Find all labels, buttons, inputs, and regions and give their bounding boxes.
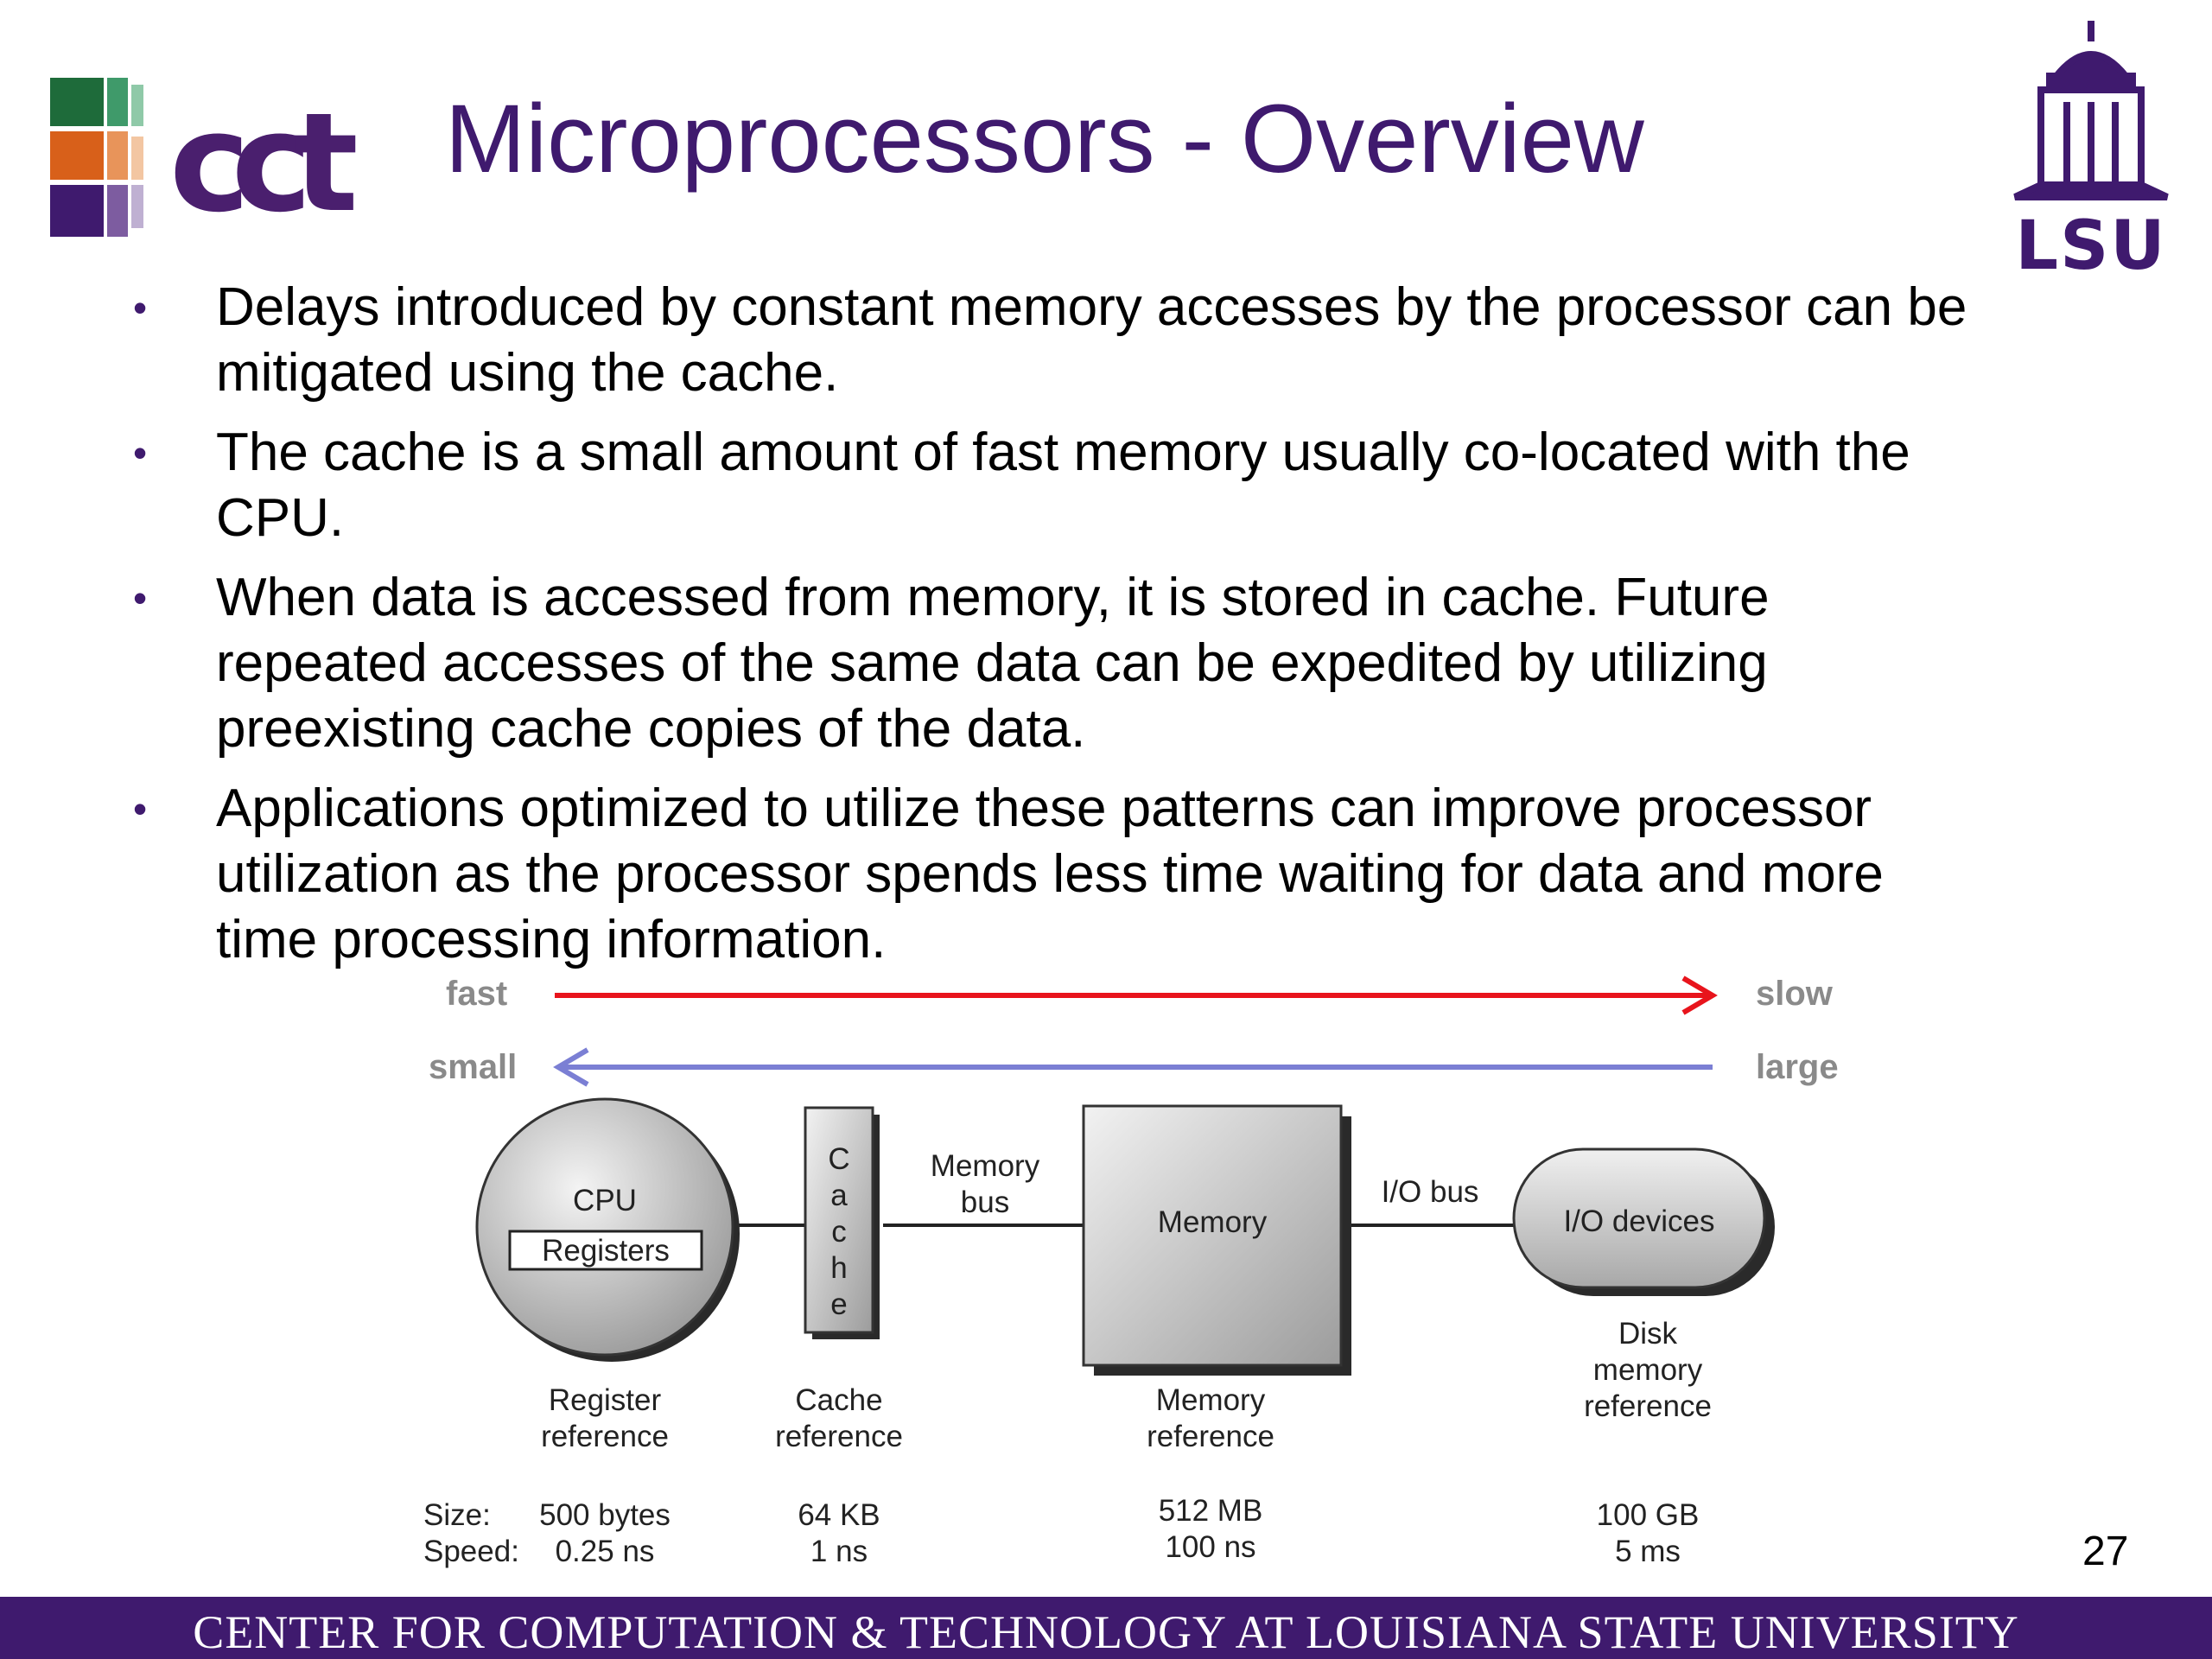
footer-text: CENTER FOR COMPUTATION & TECHNOLOGY AT L… bbox=[193, 1606, 2019, 1658]
large-small-arrowhead bbox=[553, 1047, 589, 1087]
cache-letter: h bbox=[830, 1251, 848, 1285]
memory-reference-label: Memory bbox=[1155, 1383, 1266, 1417]
cache-letter: e bbox=[830, 1287, 848, 1321]
disk-size-value: 100 GB bbox=[1596, 1498, 1700, 1532]
diagram-graphics bbox=[475, 976, 1775, 1376]
memory-box bbox=[1082, 1104, 1343, 1367]
cache-box bbox=[804, 1106, 874, 1334]
bullet-item: • Applications optimized to utilize thes… bbox=[130, 776, 1987, 973]
memory-label: Memory bbox=[1157, 1205, 1268, 1239]
disk-reference-label: memory bbox=[1592, 1353, 1703, 1387]
large-label: large bbox=[1756, 1048, 1839, 1086]
io-bus-label: I/O bus bbox=[1381, 1175, 1479, 1209]
io-devices-box bbox=[1512, 1147, 1766, 1289]
slide-title: Microprocessors - Overview bbox=[445, 85, 1644, 193]
register-size-value: 500 bytes bbox=[539, 1498, 671, 1532]
cache-letter: C bbox=[828, 1142, 850, 1176]
cache-speed-value: 1 ns bbox=[810, 1535, 868, 1568]
footer-bar: CENTER FOR COMPUTATION & TECHNOLOGY AT L… bbox=[0, 1597, 2212, 1659]
size-row-label: Size: bbox=[423, 1498, 491, 1532]
memory-reference-label: reference bbox=[1147, 1420, 1274, 1453]
cache-reference-label: Cache bbox=[795, 1383, 883, 1417]
registers-box bbox=[508, 1230, 703, 1271]
disk-reference-label: Disk bbox=[1618, 1317, 1678, 1351]
fast-slow-arrowhead bbox=[1681, 976, 1718, 1015]
cpu-label: CPU bbox=[573, 1184, 637, 1217]
bullet-text: The cache is a small amount of fast memo… bbox=[216, 423, 1910, 548]
register-speed-value: 0.25 ns bbox=[555, 1535, 655, 1568]
cache-reference-label: reference bbox=[775, 1420, 903, 1453]
lsu-logo-text: LSU bbox=[2015, 207, 2167, 285]
bullet-marker: • bbox=[133, 575, 148, 620]
cache-letter: c bbox=[831, 1215, 847, 1249]
logo-color-grid bbox=[50, 78, 154, 251]
bullet-list: • Delays introduced by constant memory a… bbox=[130, 275, 1987, 987]
bullet-marker: • bbox=[133, 285, 148, 330]
page-number: 27 bbox=[2082, 1529, 2129, 1574]
bullet-item: • The cache is a small amount of fast me… bbox=[130, 420, 1987, 551]
bullet-text: Delays introduced by constant memory acc… bbox=[216, 277, 1967, 403]
bullet-text: When data is accessed from memory, it is… bbox=[216, 568, 1770, 759]
bullet-text: Applications optimized to utilize these … bbox=[216, 779, 1884, 969]
bullet-marker: • bbox=[133, 430, 148, 475]
small-label: small bbox=[429, 1048, 518, 1086]
disk-speed-value: 5 ms bbox=[1615, 1535, 1681, 1568]
lsu-logo: LSU bbox=[2006, 16, 2176, 283]
register-reference-label: reference bbox=[541, 1420, 669, 1453]
cct-logo: cct bbox=[50, 78, 387, 251]
cpu-circle bbox=[475, 1097, 734, 1357]
fast-label: fast bbox=[446, 975, 508, 1013]
cache-letter: a bbox=[830, 1179, 848, 1212]
memory-speed-value: 100 ns bbox=[1165, 1530, 1256, 1564]
bullet-item: • Delays introduced by constant memory a… bbox=[130, 275, 1987, 406]
lsu-tower-icon bbox=[2013, 21, 2169, 200]
slow-label: slow bbox=[1756, 975, 1833, 1013]
registers-label: Registers bbox=[542, 1234, 670, 1268]
speed-row-label: Speed: bbox=[423, 1535, 519, 1568]
memory-size-value: 512 MB bbox=[1158, 1494, 1263, 1528]
memory-bus-label: Memory bbox=[930, 1149, 1040, 1183]
register-reference-label: Register bbox=[548, 1383, 662, 1417]
memory-bus-label: bus bbox=[960, 1185, 1010, 1219]
bullet-item: • When data is accessed from memory, it … bbox=[130, 565, 1987, 762]
cct-logo-text: cct bbox=[169, 84, 359, 243]
bullet-marker: • bbox=[133, 786, 148, 831]
disk-reference-label: reference bbox=[1584, 1389, 1712, 1423]
cache-size-value: 64 KB bbox=[798, 1498, 880, 1532]
memory-hierarchy-diagram: fast slow small large CPU Registers C a … bbox=[406, 963, 1875, 1586]
io-devices-label: I/O devices bbox=[1563, 1205, 1715, 1238]
